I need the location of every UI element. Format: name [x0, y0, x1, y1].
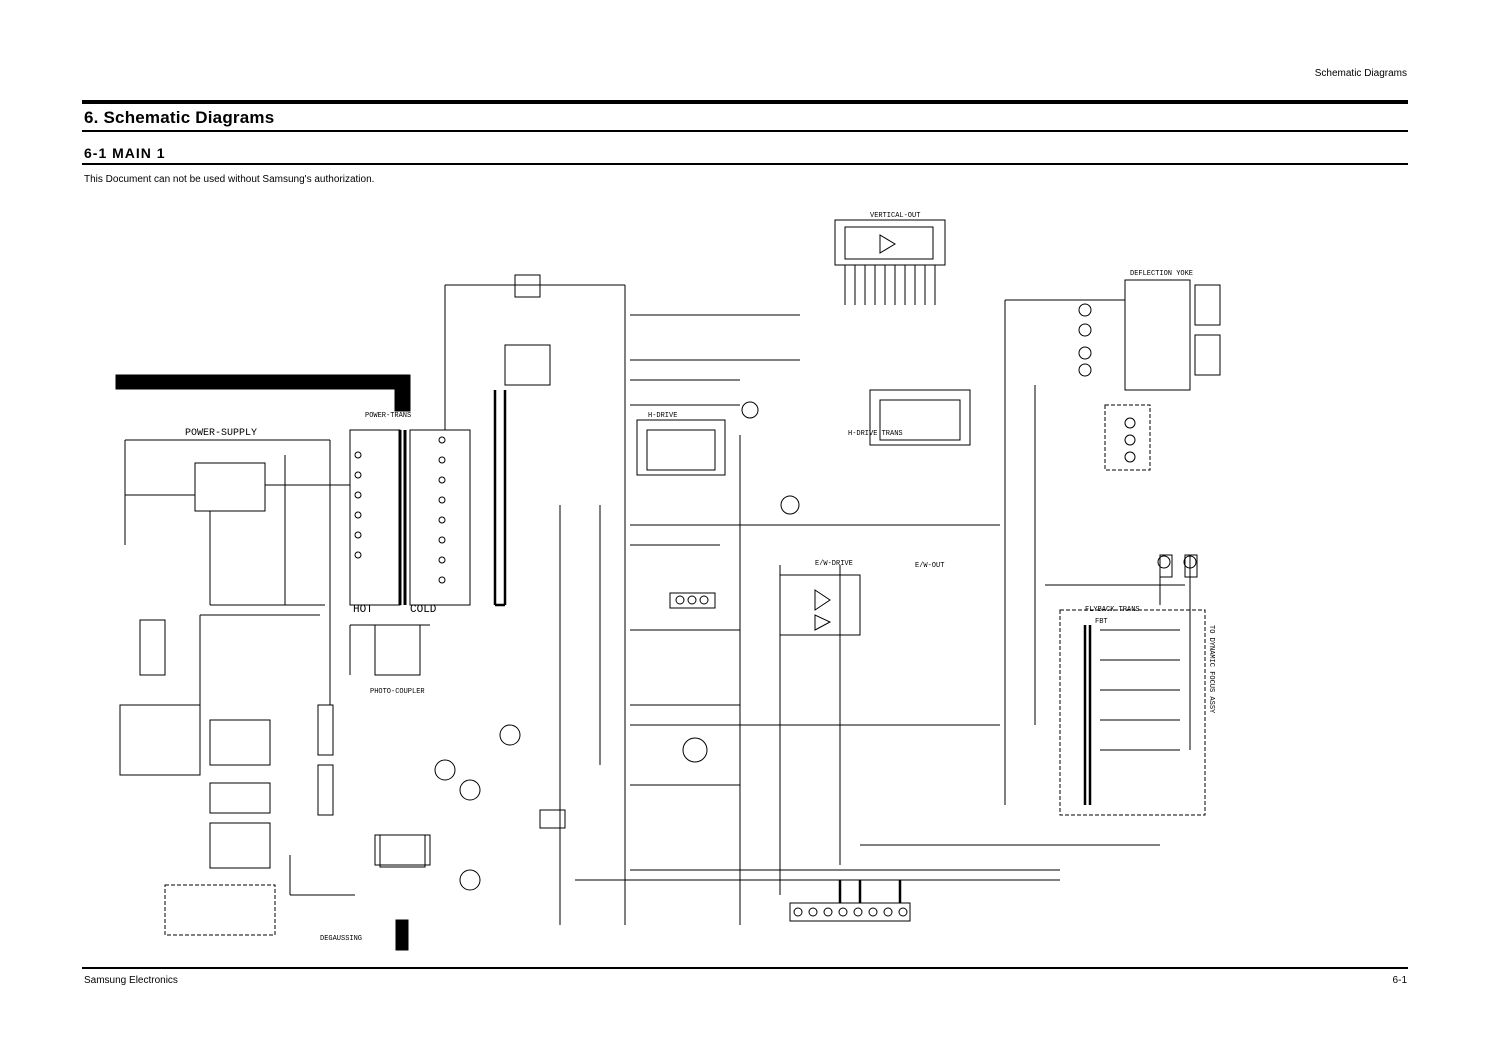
label-degauss: DEGAUSSING [320, 935, 362, 943]
label-ew-out: E/W-OUT [915, 562, 944, 570]
label-h-drive: H-DRIVE [648, 412, 677, 420]
footer-page-number: 6-1 [1392, 975, 1407, 986]
footer-rule [82, 967, 1408, 969]
label-ew-drive: E/W-DRIVE [815, 560, 853, 568]
label-fbt: FBT [1095, 618, 1108, 626]
label-deflection-yoke: DEFLECTION YOKE [1130, 270, 1193, 278]
label-flyback-trans: FLYBACK TRANS [1085, 606, 1140, 614]
label-hot: HOT [353, 604, 373, 616]
label-h-drive-trans: H-DRIVE TRANS [848, 430, 903, 438]
section-subtitle: 6-1 MAIN 1 [84, 145, 166, 161]
label-power-trans: POWER-TRANS [365, 412, 411, 420]
label-cold: COLD [410, 604, 437, 616]
title-rule [82, 130, 1408, 132]
running-head: Schematic Diagrams [1314, 68, 1407, 79]
footer-publisher: Samsung Electronics [84, 975, 178, 986]
label-dynamic-focus: TO DYNAMIC FOCUS ASSY [1207, 625, 1215, 714]
section-title: 6. Schematic Diagrams [84, 108, 275, 127]
subtitle-rule [82, 163, 1408, 165]
schematic-diagram: POWER-SUPPLY POWER-TRANS HOT COLD PHOTO-… [115, 212, 1221, 951]
label-vertical-out: VERTICAL-OUT [870, 212, 920, 220]
label-photo-coupler: PHOTO-COUPLER [370, 688, 425, 696]
header-rule-thick [82, 100, 1408, 104]
authorization-notice: This Document can not be used without Sa… [84, 174, 375, 185]
label-power-supply: POWER-SUPPLY [185, 428, 257, 439]
